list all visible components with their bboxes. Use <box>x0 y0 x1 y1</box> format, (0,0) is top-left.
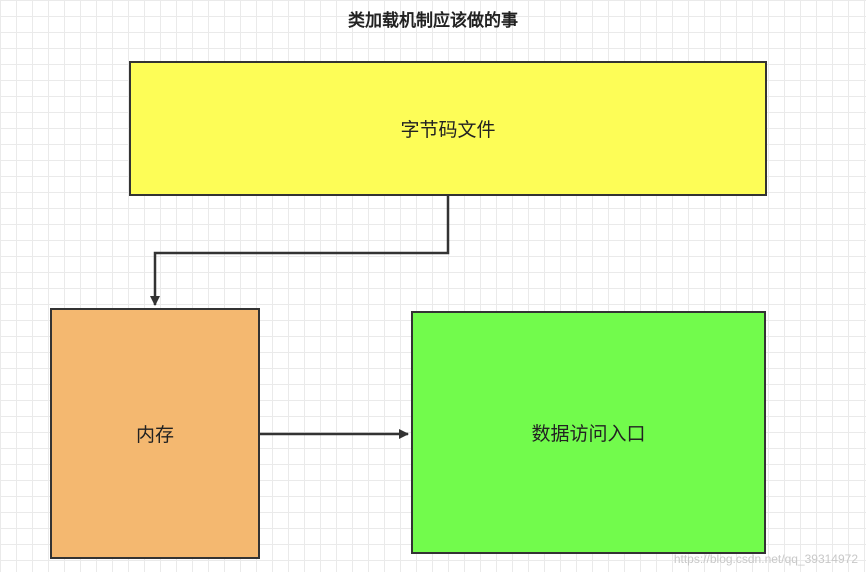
node-bytecode-file-label: 字节码文件 <box>400 119 496 141</box>
node-memory-label: 内存 <box>135 424 174 446</box>
node-memory: 内存 <box>50 308 260 559</box>
diagram-title: 类加载机制应该做的事 <box>348 11 518 31</box>
edge-bytecode-to-memory <box>150 196 450 306</box>
watermark-url: https://blog.csdn.net/qq_39314972 <box>673 552 858 566</box>
node-data-access-entry: 数据访问入口 <box>411 311 766 554</box>
node-bytecode-file: 字节码文件 <box>129 61 767 196</box>
node-data-access-entry-label: 数据访问入口 <box>531 423 646 445</box>
